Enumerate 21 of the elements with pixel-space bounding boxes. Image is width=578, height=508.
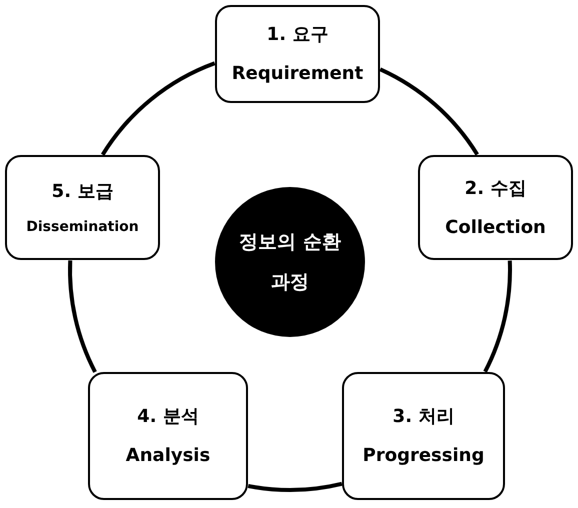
- stage-english-name: Collection: [445, 216, 546, 240]
- stage-title: 1. 요구: [266, 23, 328, 47]
- cycle-arc: [483, 260, 512, 372]
- stage-box: [418, 155, 573, 260]
- stage-box: [215, 5, 380, 103]
- stage-title: 3. 처리: [392, 405, 454, 429]
- cycle-arc: [68, 260, 97, 373]
- stage-title: 4. 분석: [137, 405, 199, 429]
- stage-box: [5, 155, 160, 260]
- stage-english-name: Requirement: [232, 62, 364, 86]
- stage-english-name: Dissemination: [26, 218, 139, 236]
- stage-title: 2. 수집: [464, 176, 526, 200]
- stage-title: 5. 보급: [52, 180, 114, 204]
- stage-box: [342, 372, 505, 500]
- stage-english-name: Progressing: [362, 444, 484, 468]
- stage-box: [88, 372, 248, 500]
- center-title: 정보의 순환 과정: [239, 230, 341, 295]
- cycle-arc: [379, 68, 479, 156]
- cycle-arc: [101, 61, 216, 156]
- stage-english-name: Analysis: [126, 444, 210, 468]
- cycle-arc: [248, 482, 342, 492]
